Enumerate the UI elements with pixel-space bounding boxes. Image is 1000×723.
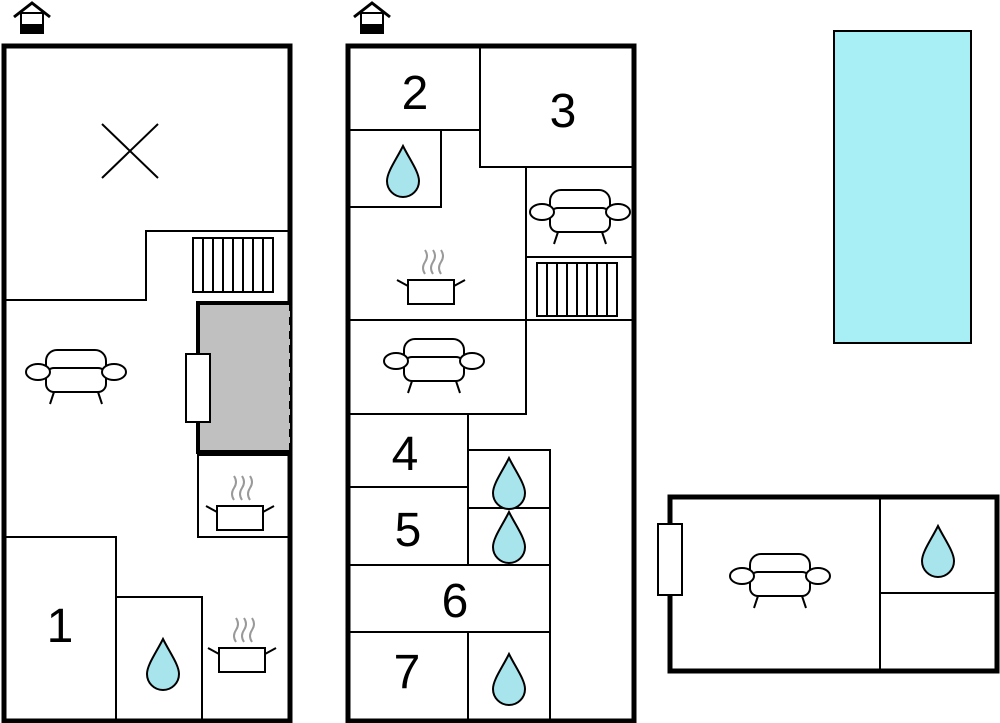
house-entrance-icon [352, 1, 392, 35]
bathroom-room [115, 596, 203, 722]
house-entrance-icon [12, 1, 52, 35]
swimming-pool [833, 30, 972, 344]
bathroom-room [467, 631, 551, 722]
water-drop-icon [386, 145, 420, 198]
room-2-label: 2 [402, 67, 429, 120]
water-drop-icon [492, 457, 526, 510]
sofa-icon [383, 338, 485, 394]
kitchen-room [197, 454, 291, 538]
sofa-icon [729, 553, 831, 609]
sofa-icon [25, 349, 127, 405]
annex-building [657, 494, 1000, 674]
water-drop-icon [492, 511, 526, 564]
window-icon [657, 523, 683, 596]
terrace [196, 301, 291, 454]
room-7-label: 7 [394, 646, 421, 699]
upper-floor-outline [345, 43, 637, 723]
annex-outline [667, 494, 1000, 674]
stove-pot-icon [205, 475, 275, 531]
water-drop-icon [146, 638, 180, 691]
room-4-label: 4 [392, 428, 419, 481]
room-1-label: 1 [47, 600, 74, 653]
stove-pot-icon [207, 617, 277, 673]
room-5-label: 5 [395, 504, 422, 557]
room-6-label: 6 [442, 575, 469, 628]
stairs-icon [192, 237, 274, 293]
sofa-icon [529, 189, 631, 245]
bathroom-room [347, 129, 442, 208]
water-drop-icon [492, 653, 526, 706]
window-icon [185, 353, 211, 423]
room-3-label: 3 [550, 85, 577, 138]
cross-icon [101, 123, 159, 179]
ground-floor: 1 [1, 1, 293, 723]
water-drop-icon [921, 525, 955, 578]
top-room-wall [4, 230, 290, 301]
stairs-icon [525, 256, 635, 321]
upper-floor: 2 3 4 5 [345, 1, 637, 723]
stove-pot-icon [396, 249, 466, 305]
